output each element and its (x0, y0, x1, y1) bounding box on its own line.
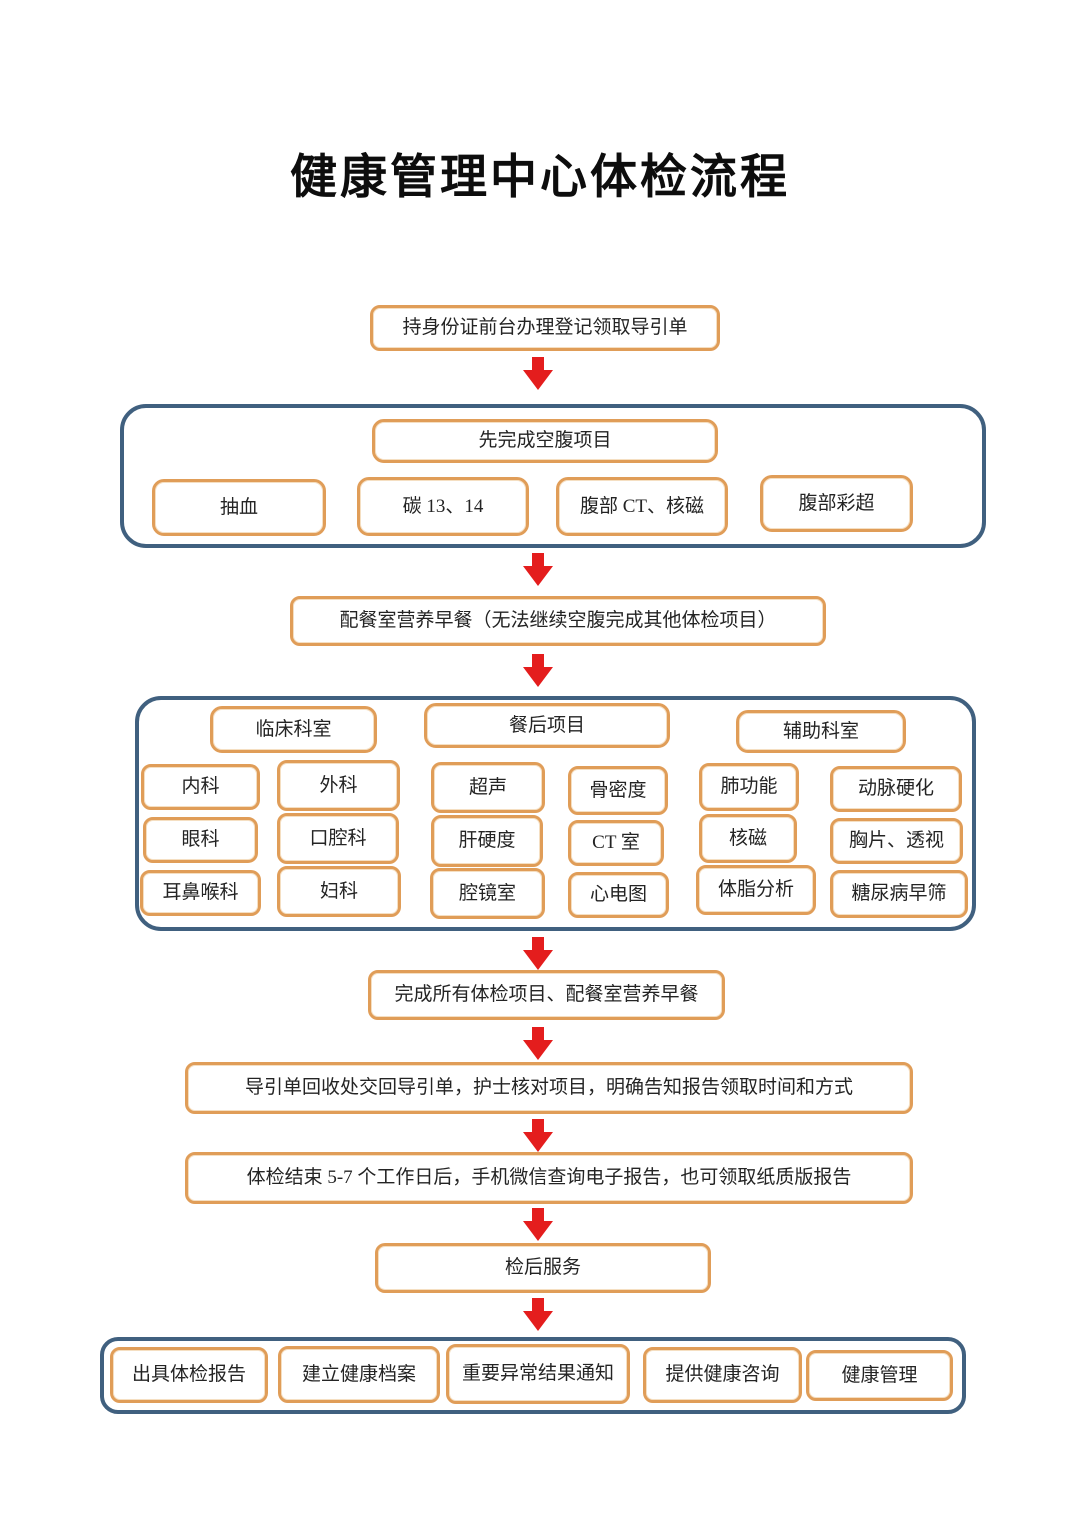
fasting-item: 抽血 (152, 479, 326, 536)
fasting-item: 碳 13、14 (357, 477, 529, 536)
departments-group-frame (135, 696, 976, 931)
department-item: 眼科 (143, 817, 258, 863)
department-item: 口腔科 (277, 813, 399, 864)
fasting-group-header: 先完成空腹项目 (372, 419, 718, 463)
department-item: 心电图 (568, 872, 669, 918)
arrow-down-icon (523, 553, 553, 586)
arrow-down-icon (523, 654, 553, 687)
grid-header-postmeal: 餐后项目 (424, 703, 670, 748)
department-item: 妇科 (277, 866, 401, 917)
after-service-item: 出具体检报告 (110, 1347, 268, 1403)
department-item: 耳鼻喉科 (140, 870, 261, 916)
arrow-down-icon (523, 357, 553, 390)
department-item: 外科 (277, 760, 400, 811)
grid-header-auxiliary: 辅助科室 (736, 710, 906, 753)
after-service-item: 提供健康咨询 (643, 1347, 802, 1403)
department-item: 腔镜室 (430, 868, 545, 919)
flow-node-registration: 持身份证前台办理登记领取导引单 (370, 305, 720, 351)
department-item: 骨密度 (568, 766, 668, 815)
department-item: 肺功能 (699, 763, 799, 811)
flow-node-after-service: 检后服务 (375, 1243, 711, 1293)
arrow-down-icon (523, 1208, 553, 1241)
department-item: 胸片、透视 (830, 818, 963, 864)
grid-header-clinical: 临床科室 (210, 706, 377, 753)
department-item: 动脉硬化 (830, 766, 962, 812)
fasting-group-frame (120, 404, 986, 548)
fasting-item: 腹部 CT、核磁 (556, 477, 728, 536)
page-title: 健康管理中心体检流程 (290, 150, 790, 203)
department-item: 核磁 (699, 814, 797, 863)
department-item: 内科 (141, 764, 260, 810)
fasting-item: 腹部彩超 (760, 475, 913, 532)
arrow-down-icon (523, 937, 553, 970)
department-item: 糖尿病早筛 (830, 870, 968, 918)
department-item: 肝硬度 (431, 815, 543, 867)
department-item: 超声 (431, 762, 545, 813)
after-service-group-frame (100, 1337, 966, 1414)
arrow-down-icon (523, 1119, 553, 1152)
after-service-item: 建立健康档案 (278, 1346, 440, 1403)
flow-node-report: 体检结束 5-7 个工作日后，手机微信查询电子报告，也可领取纸质版报告 (185, 1152, 913, 1204)
flow-node-handover: 导引单回收处交回导引单，护士核对项目，明确告知报告领取时间和方式 (185, 1062, 913, 1114)
flow-node-breakfast: 配餐室营养早餐（无法继续空腹完成其他体检项目） (290, 596, 826, 646)
arrow-down-icon (523, 1298, 553, 1331)
after-service-item: 重要异常结果通知 (446, 1344, 630, 1404)
department-item: CT 室 (568, 820, 664, 866)
after-service-item: 健康管理 (806, 1350, 953, 1401)
arrow-down-icon (523, 1027, 553, 1060)
department-item: 体脂分析 (696, 865, 816, 915)
flow-node-complete: 完成所有体检项目、配餐室营养早餐 (368, 970, 725, 1020)
